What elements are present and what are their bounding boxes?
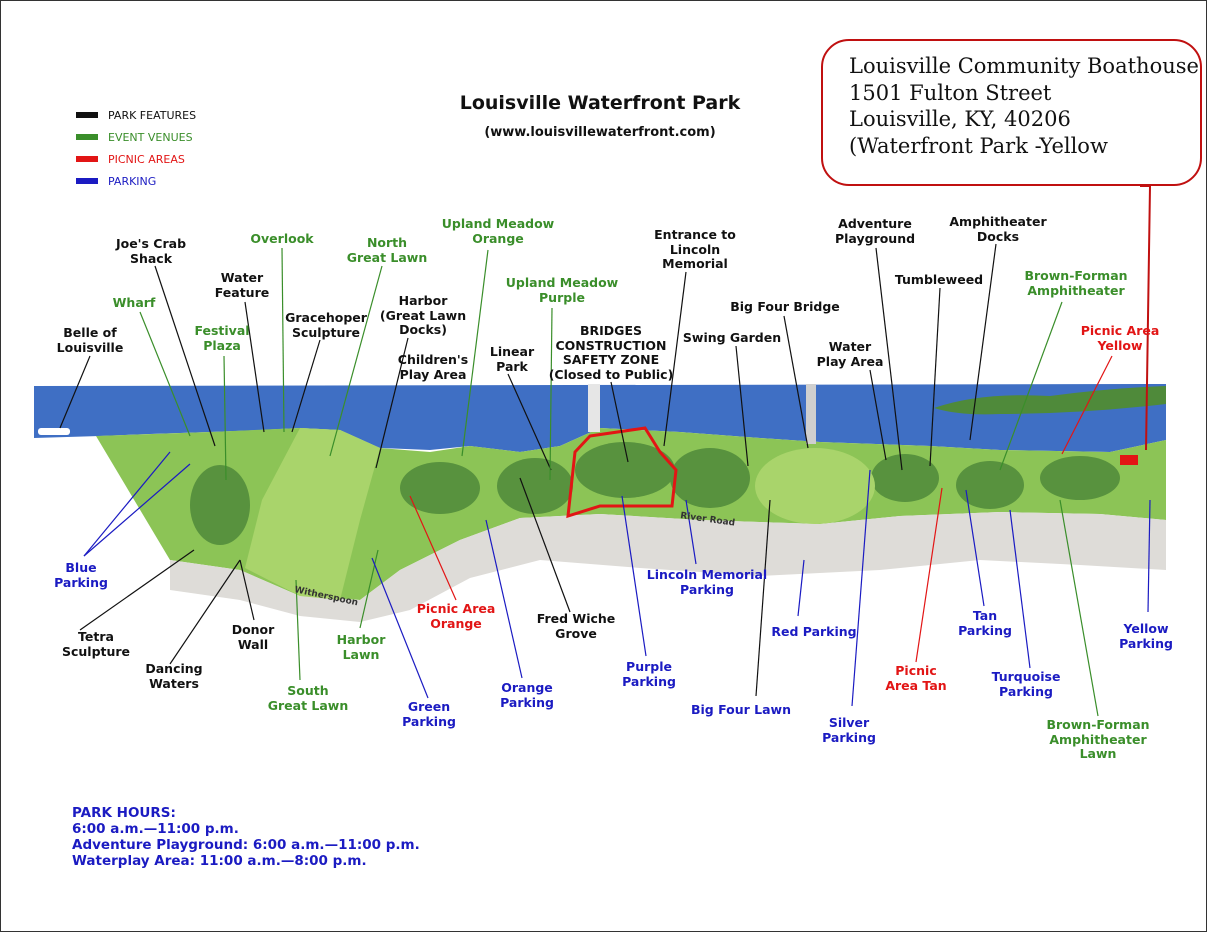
bridge-span — [588, 384, 600, 432]
leader-lines — [59, 243, 1151, 717]
big-four-bridge — [806, 384, 816, 444]
park-hours-line: Waterplay Area: 11:00 a.m.—8:00 p.m. — [72, 853, 367, 869]
callout-pointer — [1140, 185, 1152, 451]
label-overlook: Overlook — [250, 231, 314, 246]
map-legend: PARK FEATURES EVENT VENUES PICNIC AREAS … — [76, 104, 196, 192]
callout-line: (Waterfront Park -Yellow — [849, 133, 1108, 158]
far-shore — [934, 386, 1166, 415]
river-road — [170, 512, 1166, 622]
label-big-four-bridge: Big Four Bridge — [730, 299, 840, 314]
tree-clusters — [190, 442, 1120, 545]
callout-line: Louisville, KY, 40206 — [849, 107, 1071, 131]
callout-line: 1501 Fulton Street — [849, 80, 1052, 105]
legend-row-picnic-areas: PICNIC AREAS — [76, 148, 196, 170]
label-red-parking: Red Parking — [771, 624, 857, 639]
boathouse-marker — [1120, 455, 1138, 465]
park-hours-line: 6:00 a.m.—11:00 p.m. — [72, 821, 239, 837]
park-hours: PARK HOURS: 6:00 a.m.—11:00 p.m. Adventu… — [72, 805, 420, 869]
legend-label: PICNIC AREAS — [108, 152, 185, 166]
legend-row-parking: PARKING — [76, 170, 196, 192]
closed-zone — [566, 426, 678, 519]
page-subtitle: (www.louisvillewaterfront.com) — [484, 125, 716, 140]
legend-swatch — [76, 178, 98, 184]
park-hours-heading: PARK HOURS: — [72, 805, 176, 821]
boathouse-callout-text: Louisville Community Boathouse 1501 Fult… — [849, 53, 1199, 159]
label-wharf: Wharf — [112, 295, 156, 310]
belle-boat — [38, 428, 70, 435]
big-four-lawn — [755, 448, 875, 524]
label-big-four-lawn: Big Four Lawn — [691, 702, 791, 717]
legend-row-park-features: PARK FEATURES — [76, 104, 196, 126]
legend-label: PARK FEATURES — [108, 108, 197, 122]
legend-label: PARKING — [108, 174, 157, 188]
label-swing-garden: Swing Garden — [682, 330, 782, 345]
page-title: Louisville Waterfront Park — [459, 92, 741, 114]
legend-label: EVENT VENUES — [108, 130, 193, 144]
legend-swatch — [76, 156, 98, 162]
great-lawn — [245, 428, 380, 600]
legend-row-event-venues: EVENT VENUES — [76, 126, 196, 148]
label-tumbleweed: Tumbleweed — [894, 272, 984, 287]
legend-swatch — [76, 134, 98, 140]
legend-swatch — [76, 112, 98, 118]
park-hours-line: Adventure Playground: 6:00 a.m.—11:00 p.… — [72, 837, 420, 853]
boathouse-callout — [821, 39, 1202, 186]
callout-line: Louisville Community Boathouse — [849, 54, 1199, 78]
